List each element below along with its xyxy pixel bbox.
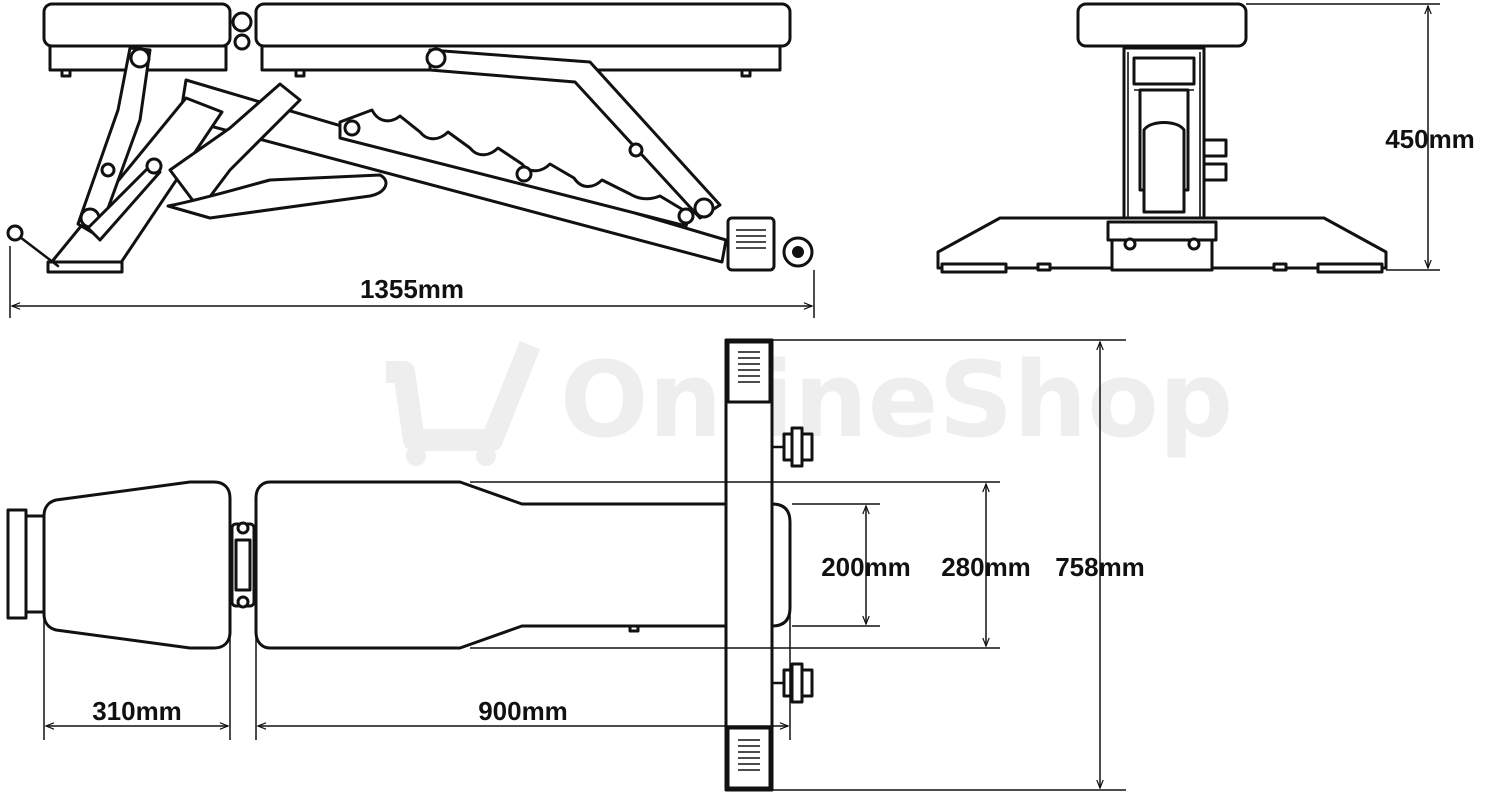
side-back-pad: [254, 2, 792, 48]
front-adjust-knob-upper: [1202, 138, 1228, 158]
front-adjust-knob-lower: [1202, 162, 1228, 182]
top-rear-cap: [6, 508, 28, 620]
top-seat-pad: [42, 480, 232, 650]
side-pull-pin: [6, 224, 24, 242]
dim-back-inner-width: 200mm: [821, 552, 911, 582]
dim-seat-length: 310mm: [92, 696, 182, 726]
top-front-base: [724, 338, 774, 792]
dim-height: 450mm: [1385, 124, 1475, 154]
watermark-text: OnlineShop: [560, 339, 1233, 461]
side-seat-pad: [42, 2, 232, 48]
watermark: OnlineShop: [386, 339, 1233, 466]
dim-foot-width: 758mm: [1055, 552, 1145, 582]
dim-back-outer-width: 280mm: [941, 552, 1031, 582]
side-ladder-rack: [338, 108, 692, 228]
side-front-cap: [726, 216, 776, 272]
dim-overall-length: 1355mm: [360, 274, 464, 304]
dim-back-length: 900mm: [478, 696, 568, 726]
front-pad: [1076, 2, 1248, 48]
front-view: 450mm: [936, 2, 1475, 274]
top-view: 200mm 280mm 758mm 310mm 900mm: [6, 338, 1145, 792]
shopping-cart-icon: [386, 340, 541, 466]
side-view: 1355mm: [6, 2, 815, 318]
side-rear-foot: [46, 260, 124, 274]
top-back-pad: [254, 480, 792, 650]
side-back-support-arm: [428, 48, 722, 220]
